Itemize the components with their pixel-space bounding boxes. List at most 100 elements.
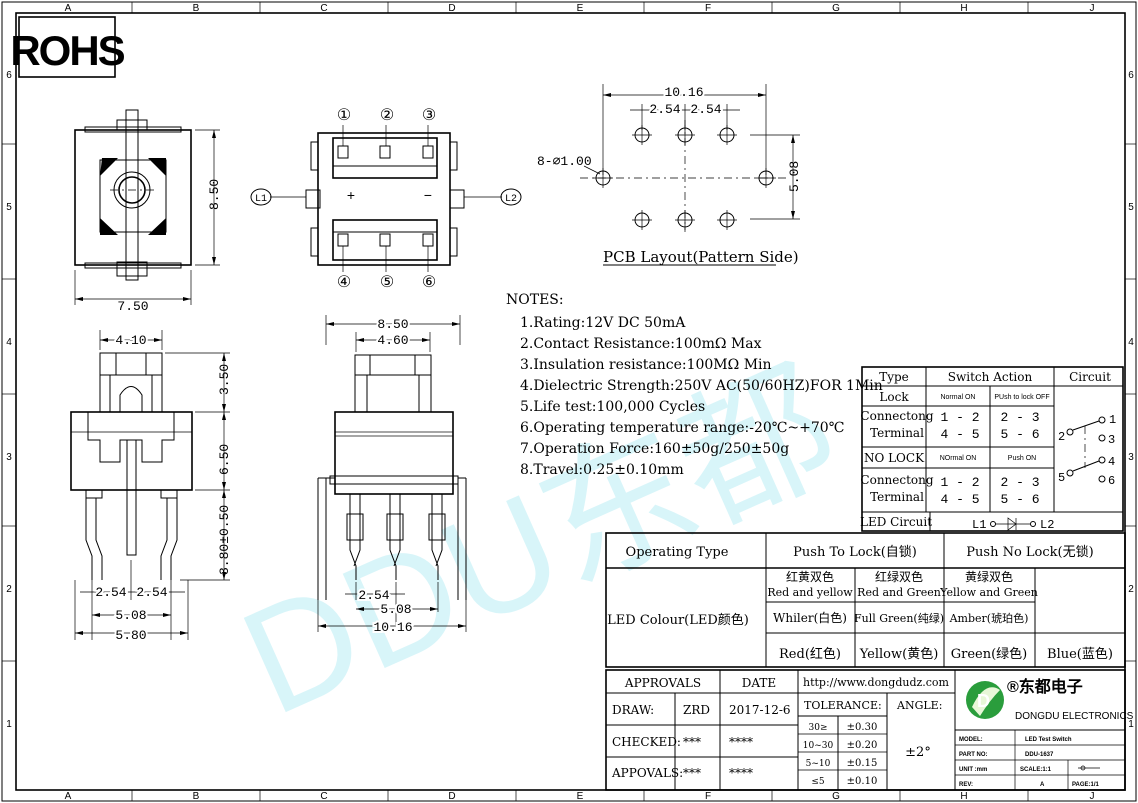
grid-col-B: B — [193, 791, 200, 802]
note-item: 5.Life test:100,000 Cycles — [520, 399, 705, 415]
rohs-label: ROHS — [10, 27, 124, 74]
tol-range: 30≥ — [809, 723, 828, 733]
ry-cn: 红黄双色 — [786, 569, 834, 584]
th-action: Switch Action — [948, 370, 1033, 384]
dim-pcb-height: 5.08 — [787, 161, 802, 192]
cell-nolock: NO LOCK — [864, 451, 925, 465]
company-en: DONGDU ELECTRONICS — [1015, 711, 1134, 722]
tol-range: 5~10 — [806, 759, 831, 769]
note-item: 8.Travel:0.25±0.10mm — [520, 462, 684, 478]
dim-side-580: 5.80 — [115, 628, 146, 643]
dim-side-pin: 3.80±0.50 — [217, 505, 232, 575]
tb-appovals: APPOVALS: — [611, 766, 683, 780]
tb-rev-v: A — [1040, 782, 1045, 788]
cell-d45: 4 - 5 — [940, 492, 979, 507]
tol-value: ±0.20 — [847, 740, 878, 751]
led-l2: L2 — [1040, 518, 1054, 532]
pin-label-5: ⑤ — [380, 272, 394, 291]
l2-label: L2 — [505, 194, 517, 205]
cell-normal-on: Normal ON — [940, 394, 975, 401]
yellow: Yellow(黄色) — [859, 646, 939, 662]
side-view: 4.10 3.50 6.50 3.80±0.50 2.54 2.54 5.08 … — [70, 330, 232, 645]
amber: Amber(琥珀色) — [949, 611, 1029, 625]
grid-col-B: B — [193, 3, 200, 14]
tol-range: 10~30 — [803, 741, 834, 751]
pin-label-6: ⑥ — [422, 272, 436, 291]
grid-row-2: 2 — [1128, 584, 1134, 595]
tb-draw: DRAW: — [612, 703, 654, 717]
tb-draw-date: 2017-12-6 — [729, 703, 791, 717]
yg-cn: 黄绿双色 — [965, 569, 1013, 584]
dim-side-mid: 6.50 — [217, 444, 232, 475]
tol-value: ±0.15 — [847, 758, 878, 769]
note-item: 7.Operation Force:160±50g/250±50g — [520, 441, 789, 457]
grid-col-H: H — [960, 791, 967, 802]
cell-push-on: Push ON — [1008, 455, 1036, 462]
cell-c23: 2 - 3 — [1000, 410, 1039, 425]
grid-col-A: A — [65, 791, 72, 802]
dim-pcb-pitch-b: 2.54 — [690, 102, 721, 117]
red: Red(红色) — [779, 646, 841, 662]
tb-rev-k: REV: — [959, 782, 973, 788]
grid-col-E: E — [577, 791, 584, 802]
tb-draw-by: ZRD — [683, 703, 710, 717]
rg-cn: 红绿双色 — [875, 569, 923, 584]
push-nolock: Push No Lock(无锁) — [966, 544, 1093, 560]
tb-angle-val: ±2° — [905, 745, 931, 760]
tb-date: DATE — [742, 676, 776, 690]
grid-row-6: 6 — [6, 70, 12, 81]
fullgreen: Full Green(纯绿) — [854, 611, 944, 625]
pcb-layout: 10.16 2.54 2.54 5.08 8-⌀1.00 PCB Layout(… — [537, 83, 802, 266]
grid-row-3: 3 — [6, 452, 12, 463]
note-item: 1.Rating:12V DC 50mA — [520, 315, 686, 331]
dim-front-width: 7.50 — [117, 299, 148, 314]
led-colour: LED Colour(LED颜色) — [607, 612, 749, 628]
led-l1: L1 — [972, 518, 986, 532]
pcb-layout-title: PCB Layout(Pattern Side) — [603, 248, 799, 266]
tb-part-k: PART NO: — [959, 752, 988, 758]
company-cn: ®东都电子 — [1007, 677, 1083, 696]
svg-text:D: D — [977, 691, 990, 711]
grid-row-5: 5 — [1128, 202, 1134, 213]
dim-right-1016: 10.16 — [373, 620, 412, 635]
grid-col-J: J — [1090, 791, 1095, 802]
cell-d56: 5 - 6 — [1000, 492, 1039, 507]
grid-row-4: 4 — [6, 337, 12, 348]
circ-n1: 1 — [1109, 413, 1116, 427]
tb-approvals: APPROVALS — [624, 676, 701, 690]
blue: Blue(蓝色) — [1047, 646, 1113, 662]
tb-model-v: LED Test Switch — [1025, 737, 1072, 743]
pin-label-1: ① — [337, 105, 351, 124]
grid-row-6: 6 — [1128, 70, 1134, 81]
circ-n5: 5 — [1058, 471, 1065, 485]
top-view: ① ② ③ ④ ⑤ ⑥ + − L1 L2 — [250, 105, 522, 291]
right-side-view: 8.50 4.60 2.54 5.08 10.16 — [317, 315, 467, 637]
grid-row-3: 3 — [1128, 452, 1134, 463]
grid-col-D: D — [448, 791, 455, 802]
note-item: 2.Contact Resistance:100mΩ Max — [520, 336, 762, 352]
push-lock: Push To Lock(自锁) — [793, 544, 917, 560]
grid-col-F: F — [705, 791, 711, 802]
tol-value: ±0.30 — [847, 722, 878, 733]
cell-conn1: Connectong — [860, 409, 933, 423]
dim-side-pitch-a: 2.54 — [95, 585, 126, 600]
dim-pcb-holes: 8-⌀1.00 — [537, 154, 592, 169]
rohs-box — [18, 16, 116, 78]
plus-sign: + — [347, 189, 355, 205]
pin-label-3: ③ — [422, 105, 436, 124]
tb-appovals-by: *** — [683, 766, 701, 780]
grid-row-4: 4 — [1128, 337, 1134, 348]
th-circuit: Circuit — [1069, 370, 1111, 384]
tb-tolerance: TOLERANCE: — [804, 699, 882, 712]
tol-range: ≤5 — [811, 777, 825, 787]
tb-checked: CHECKED: — [612, 735, 681, 749]
tb-unit: UNIT :mm — [959, 767, 987, 773]
dim-front-height: 8.50 — [207, 179, 222, 210]
tb-angle: ANGLE: — [896, 699, 942, 712]
dim-right-top-460: 4.60 — [377, 333, 408, 348]
grid-row-1: 1 — [1128, 719, 1134, 730]
